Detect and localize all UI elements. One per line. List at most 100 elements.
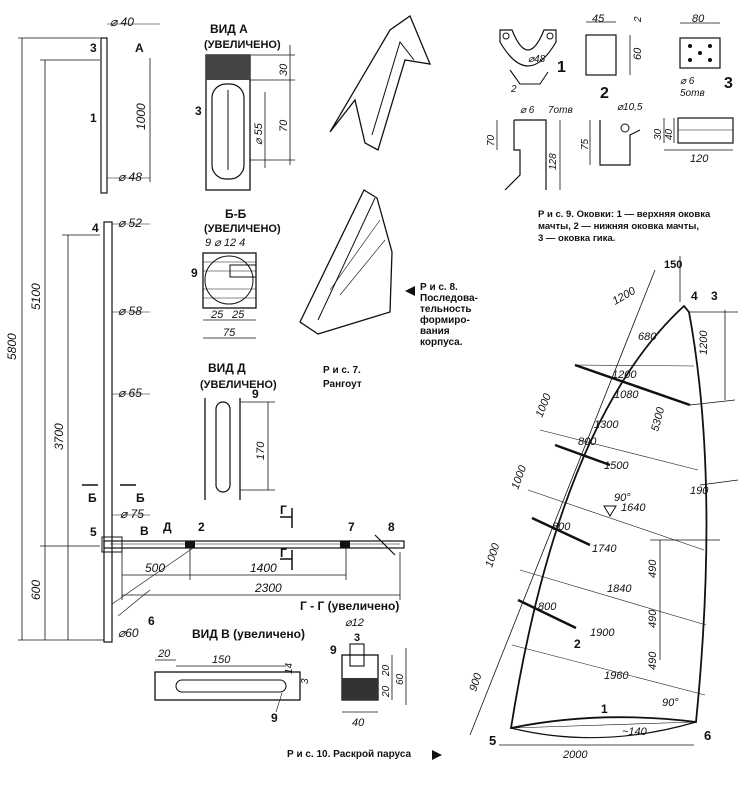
section-gg-mark-3: 3: [354, 632, 360, 644]
fitting-d48: ⌀48: [528, 54, 546, 65]
section-bb-title: Б-Б: [225, 207, 247, 221]
fitting-d40: 40: [664, 128, 675, 140]
dim-d75: ⌀ 75: [120, 507, 144, 521]
dim-d52: ⌀ 52: [118, 216, 142, 230]
fitting-2-label: 2: [600, 85, 609, 102]
dim-d40: ⌀ 40: [110, 15, 134, 29]
mark-g-bottom: Г: [280, 546, 287, 560]
batten-3: [531, 516, 591, 547]
sail-mark-5: 5: [489, 733, 496, 748]
fig7-caption-title: Рангоут: [323, 379, 362, 390]
dim-d65: ⌀ 65: [118, 386, 142, 400]
sail-dim-1300: 1300: [594, 419, 619, 431]
sail-dim-680: 680: [638, 331, 657, 343]
sail-dim-1640: 1640: [621, 502, 646, 514]
view-d-dim-170: 170: [255, 441, 267, 460]
fitting-d30: 30: [653, 128, 664, 140]
sail-plan: 150 1200 680 1200 1200 1080 5300 1300 80…: [467, 256, 739, 761]
section-gg-dim-20a: 20: [381, 664, 392, 677]
fitting-d105: ⌀10,5: [617, 102, 643, 113]
fitting-d6b: ⌀ 6: [520, 105, 535, 116]
sail-dim-2000: 2000: [562, 749, 588, 761]
fig8-caption-4: формиро-: [420, 314, 470, 326]
sail-luff-1000-a: 1000: [534, 391, 555, 419]
view-v-dim-20: 20: [157, 648, 171, 660]
fitting-d2: 2: [510, 84, 517, 95]
sail-dim-1080: 1080: [614, 389, 639, 401]
fitting-d70: 70: [486, 134, 497, 146]
sail-mark-2: 2: [574, 637, 581, 651]
view-a-dim-55: ⌀ 55: [253, 122, 265, 145]
dim-1400: 1400: [250, 561, 277, 575]
section-bb-dim-25b: 25: [231, 309, 245, 321]
view-d-mark-9: 9: [252, 387, 259, 401]
sail-dim-1500: 1500: [604, 460, 629, 472]
sail-dim-490-b: 490: [647, 609, 659, 628]
view-v-dim-14: 14: [284, 662, 295, 674]
batten-1: [574, 363, 691, 407]
mark-2: 2: [198, 520, 205, 534]
sail-dim-800-a: 800: [578, 436, 597, 448]
view-a: ВИД А (УВЕЛИЧЕНО) 30 70 ⌀ 55 3: [195, 22, 295, 191]
dim-3700: 3700: [52, 423, 66, 450]
fitting-d6: ⌀ 6: [680, 76, 695, 87]
view-d-subtitle: (УВЕЛИЧЕНО): [200, 379, 277, 391]
fittings: ⌀48 2 1 45 60 2 2 80 ⌀ 6 5отв 3 ⌀ 6 7отв…: [486, 13, 734, 244]
sail-luff-1000-c: 1000: [483, 541, 502, 569]
section-bb-mark-9: 9: [191, 266, 198, 280]
sail-luff-1000-b: 1000: [510, 463, 530, 491]
sail-dim-1200-b: 1200: [698, 330, 710, 355]
fig10-caption: Р и с. 10. Раскрой паруса: [287, 749, 412, 760]
rangout-figure: ⌀ 40 ⌀ 48 ⌀ 52 ⌀ 58 ⌀ 65 ⌀ 75 ⌀60 5800 5…: [5, 15, 405, 643]
mark-b-left: Б: [88, 491, 97, 505]
view-a-dim-70: 70: [278, 119, 290, 132]
dim-1000: 1000: [134, 103, 148, 130]
fitting-d7otv: 7отв: [548, 105, 573, 116]
sail-mark-6: 6: [704, 728, 711, 743]
fig8-caption-6: корпуса.: [420, 337, 463, 348]
sail-dim-800-c: 800: [538, 601, 557, 613]
fitting-d60: 60: [632, 47, 644, 60]
sail-dim-150: 150: [664, 259, 682, 271]
view-a-dim-30: 30: [278, 63, 290, 76]
sail-luff-900: 900: [467, 671, 484, 693]
view-v-dim-3: 3: [300, 678, 311, 684]
mark-5: 5: [90, 525, 97, 539]
boom: [103, 540, 405, 549]
mark-g-top: Г: [280, 503, 287, 517]
sail-dim-1200-a: 1200: [611, 285, 639, 308]
fitting-d2b: 2: [633, 16, 644, 23]
batten-4: [517, 598, 577, 630]
dim-5800: 5800: [5, 333, 19, 360]
mark-4: 4: [92, 221, 99, 235]
mark-d: Д: [163, 520, 172, 534]
mark-8: 8: [388, 520, 395, 534]
mark-7: 7: [348, 520, 355, 534]
sail-dim-490-a: 490: [647, 559, 659, 578]
section-bb-subtitle: (УВЕЛИЧЕНО): [204, 223, 281, 235]
dim-2300: 2300: [254, 581, 282, 595]
mark-a: A: [135, 41, 144, 55]
sail-mark-1: 1: [601, 702, 608, 716]
view-a-subtitle: (УВЕЛИЧЕНО): [204, 39, 281, 51]
sail-dim-490-c: 490: [647, 651, 659, 670]
fig8-caption-1: Р и с. 8.: [420, 282, 458, 293]
section-bb-dim-75: 75: [223, 327, 236, 339]
mark-1: 1: [90, 111, 97, 125]
sail-dim-140: ~140: [622, 726, 648, 738]
fig9-caption-3: 3 — оковка гика.: [538, 233, 615, 244]
sail-dim-1200-c: 1200: [612, 369, 637, 381]
view-a-title: ВИД А: [210, 22, 248, 36]
hull-sketches: Р и с. 7. Рангоут Р и с. 8. Последова- т…: [299, 15, 478, 390]
fig9-caption-1: Р и с. 9. Оковки: 1 — верхняя оковка: [538, 209, 711, 220]
fig7-caption-number: Р и с. 7.: [323, 365, 361, 376]
sail-dim-800-b: 800: [552, 521, 571, 533]
sail-dim-1740: 1740: [592, 543, 617, 555]
fig8-caption-2: Последова-: [420, 293, 478, 304]
dim-500: 500: [145, 561, 165, 575]
fitting-d128: 128: [548, 153, 559, 170]
sail-dim-1900: 1900: [590, 627, 615, 639]
mark-3: 3: [90, 41, 97, 55]
section-gg-dim-12: ⌀12: [345, 617, 364, 629]
section-gg-title: Г - Г (увеличено): [300, 599, 399, 613]
